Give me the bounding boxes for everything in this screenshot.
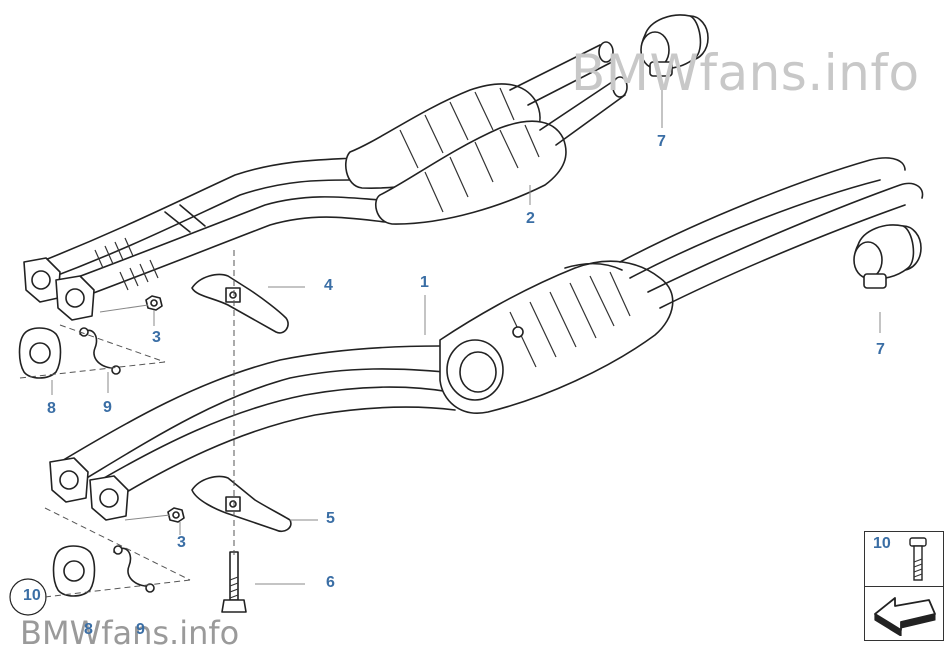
callout-1[interactable]: 1 (420, 274, 429, 291)
callout-3-lower[interactable]: 3 (177, 534, 186, 551)
clamp-upper[interactable] (640, 14, 709, 77)
legend-bolt-icon (909, 537, 927, 581)
lower-flanges (49, 457, 129, 521)
middle-silencer-pipe[interactable] (59, 157, 924, 506)
arrow-icon (874, 597, 936, 636)
callout-7-lower[interactable]: 7 (876, 341, 885, 358)
callout-2[interactable]: 2 (526, 210, 535, 227)
flange-bracket-lower[interactable] (113, 545, 155, 593)
callout-5[interactable]: 5 (326, 510, 335, 527)
watermark-bottom: BMWfans.info (20, 614, 240, 652)
flange-bracket-upper[interactable] (79, 327, 121, 375)
watermark-top: BMWfans.info (571, 44, 920, 102)
bracket-upper[interactable] (191, 273, 289, 334)
bracket-lower[interactable] (191, 475, 292, 533)
clamp-lower[interactable] (853, 224, 922, 289)
callout-9-upper[interactable]: 9 (103, 399, 112, 416)
callout-8-lower[interactable]: 8 (84, 621, 93, 638)
gasket-lower[interactable] (52, 545, 96, 597)
callout-9-lower[interactable]: 9 (136, 621, 145, 638)
callout-4[interactable]: 4 (324, 277, 333, 294)
nut-lower[interactable] (167, 507, 185, 523)
bolt[interactable] (221, 551, 247, 613)
nut-upper[interactable] (145, 295, 163, 311)
callout-10-legend[interactable]: 10 (873, 535, 891, 552)
leader-lines (51, 80, 881, 585)
callout-8-upper[interactable]: 8 (47, 400, 56, 417)
callout-10-ring[interactable]: 10 (23, 587, 41, 604)
callout-6[interactable]: 6 (326, 574, 335, 591)
callout-7-upper[interactable]: 7 (657, 133, 666, 150)
gasket-upper[interactable] (18, 327, 62, 379)
legend-divider (865, 586, 943, 587)
alignment-lines (19, 250, 235, 598)
legend-box: 10 (864, 531, 944, 641)
callout-3-upper[interactable]: 3 (152, 329, 161, 346)
front-pipe-with-catalysts[interactable] (39, 41, 628, 301)
upper-flanges (23, 257, 95, 321)
